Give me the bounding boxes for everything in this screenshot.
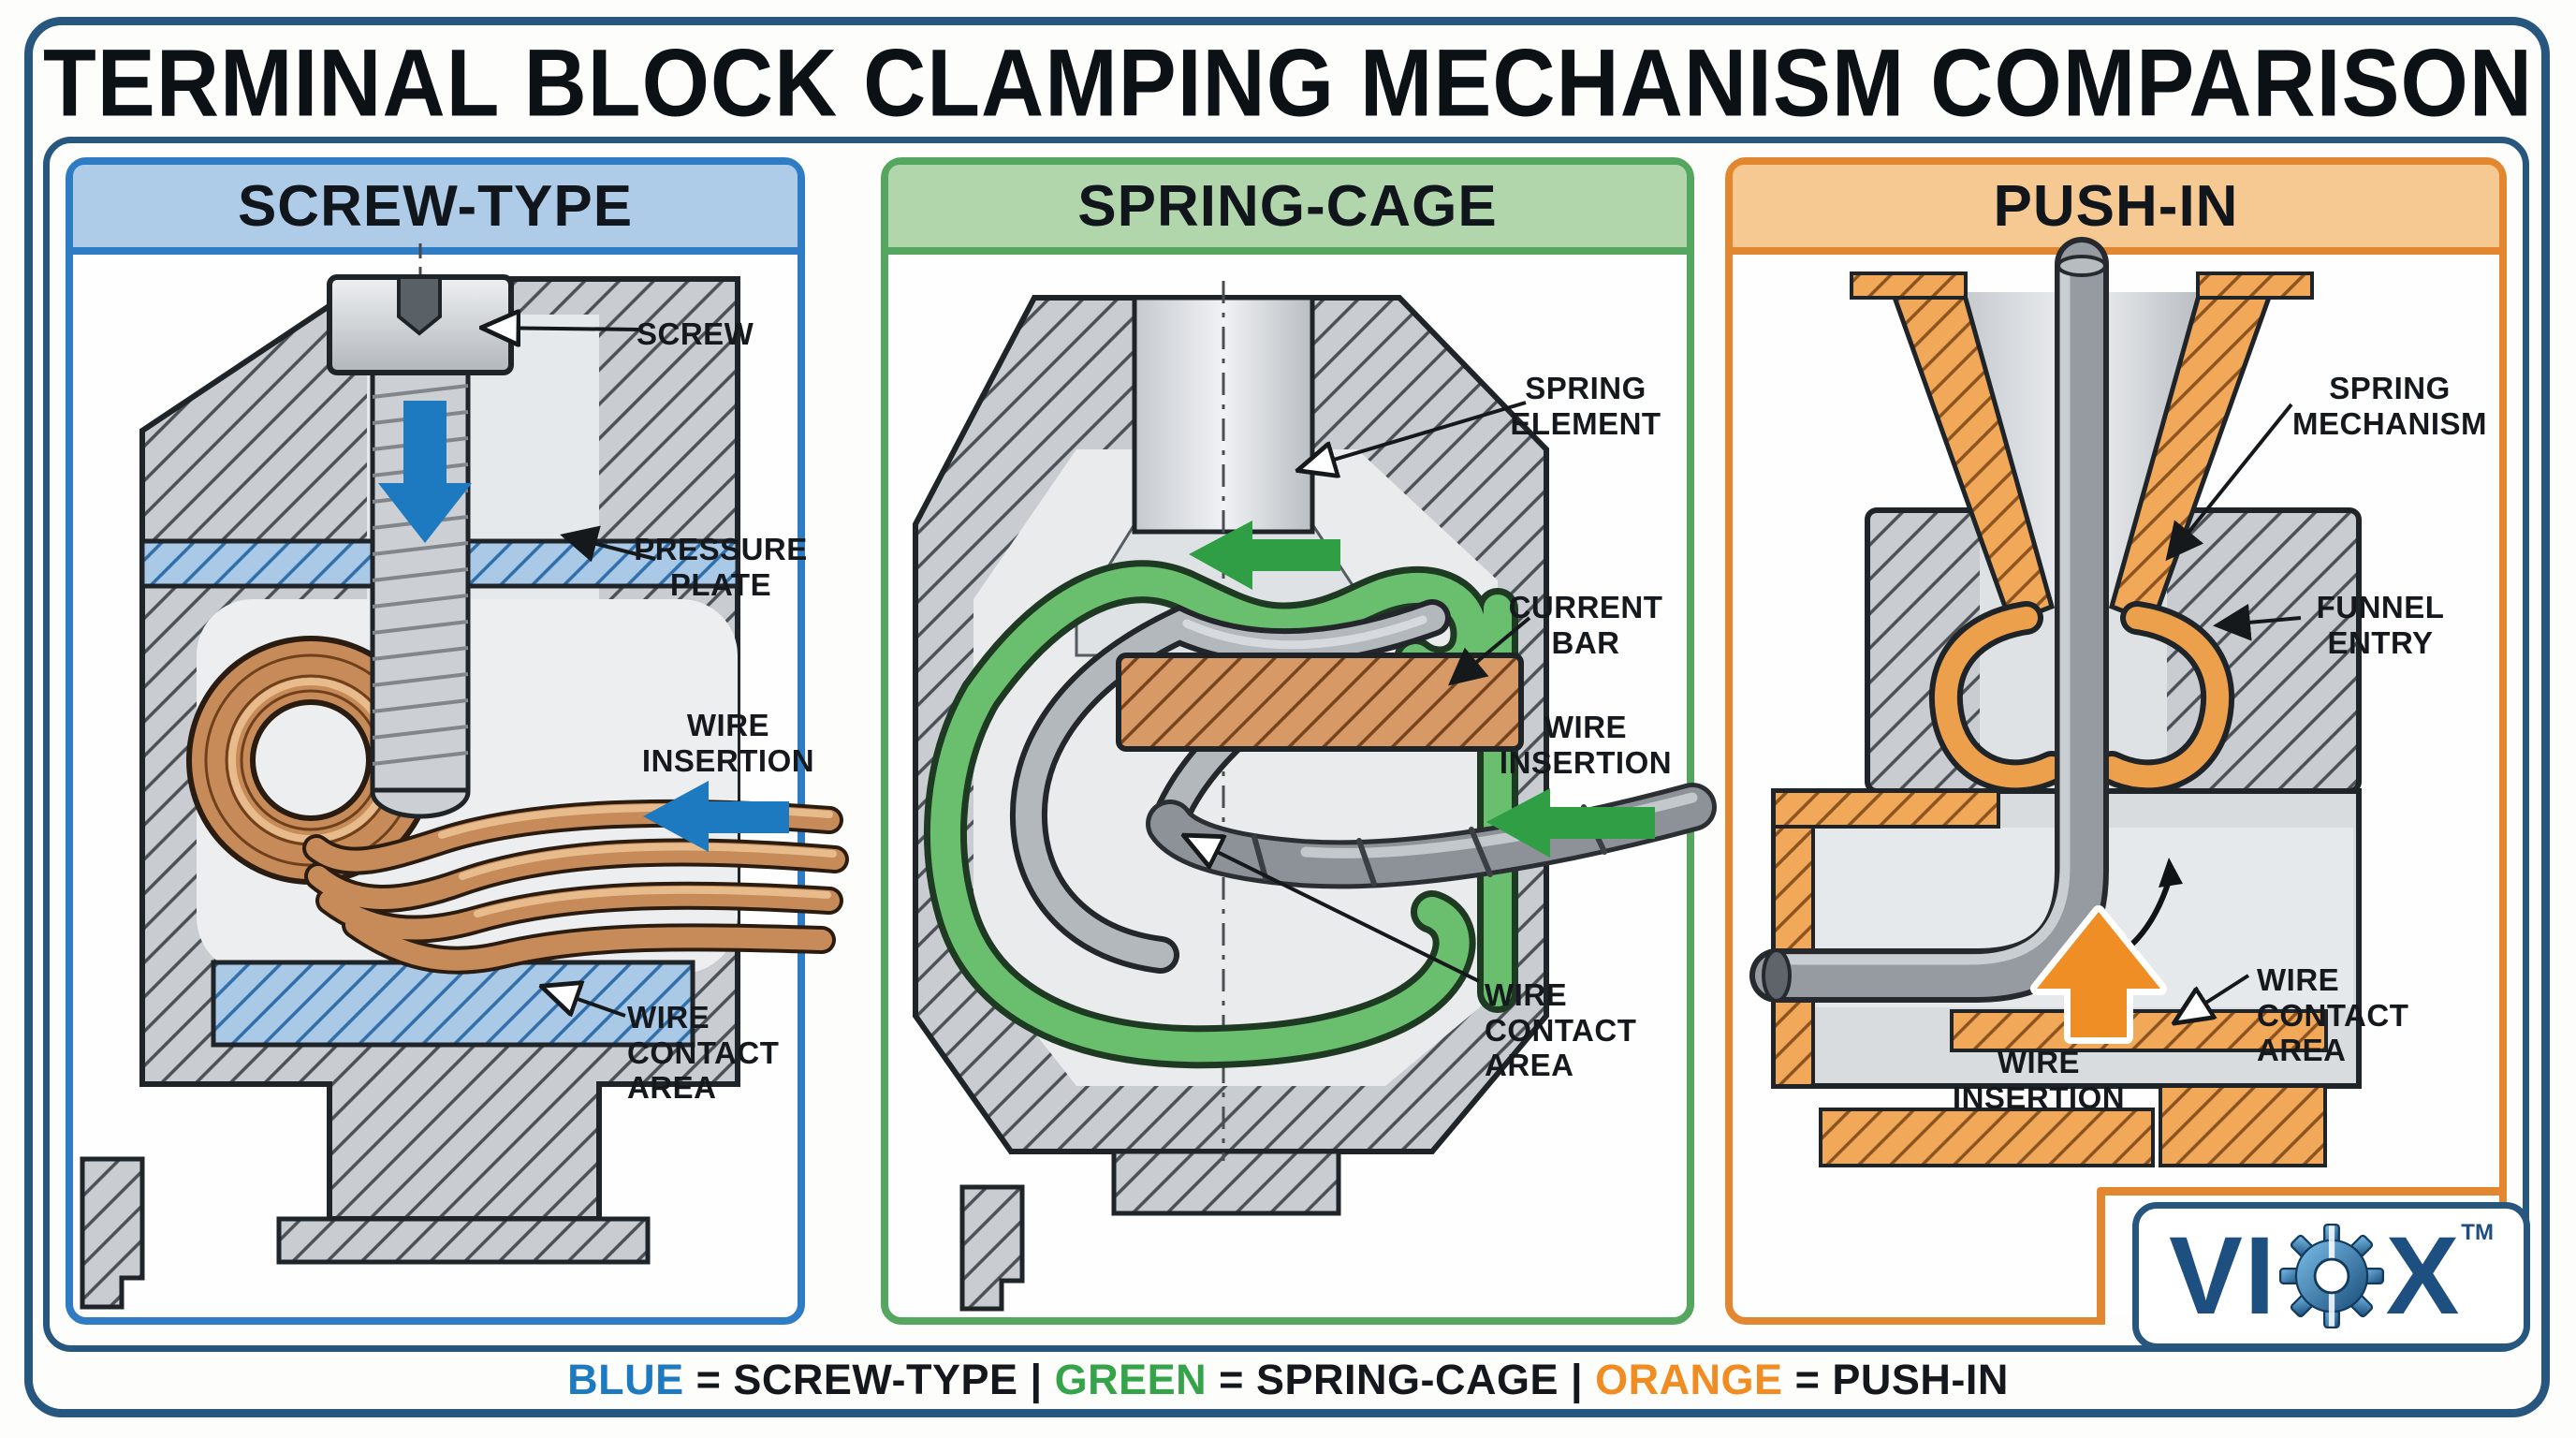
label-current-bar: CURRENT BAR — [1508, 590, 1663, 660]
legend-pushin: = PUSH-IN — [1782, 1356, 2009, 1403]
label-wire-contact-screw: WIRE CONTACT AREA — [627, 1000, 780, 1106]
page-title: TERMINAL BLOCK CLAMPING MECHANISM COMPAR… — [43, 29, 2533, 137]
label-wire-insertion-push: WIRE INSERTION — [1952, 1045, 2126, 1115]
panel-spring-cage-header: SPRING-CAGE — [888, 165, 1687, 255]
color-legend: BLUE = SCREW-TYPE | GREEN = SPRING-CAGE … — [0, 1356, 2576, 1404]
legend-blue: BLUE — [567, 1356, 684, 1403]
panel-push-in: PUSH-IN — [1725, 157, 2507, 1325]
label-wire-insertion-spring: WIRE INSERTION — [1499, 710, 1673, 780]
logo-text-left: VI — [2169, 1214, 2277, 1338]
logo-text-right: X — [2385, 1214, 2462, 1338]
label-spring-mechanism: SPRING MECHANISM — [2292, 371, 2487, 441]
viox-logo: VI X TM — [2132, 1202, 2530, 1350]
panel-push-in-header: PUSH-IN — [1733, 165, 2499, 255]
border-patch — [2105, 1315, 2137, 1328]
orange-notch-vertical — [2097, 1187, 2105, 1325]
legend-green: GREEN — [1054, 1356, 1208, 1403]
orange-notch-horizontal — [2097, 1187, 2501, 1196]
outer-frame — [24, 17, 2550, 1417]
inner-frame — [43, 137, 2529, 1352]
logo-trademark: TM — [2461, 1220, 2494, 1245]
label-wire-contact-spring: WIRE CONTACT AREA — [1485, 977, 1637, 1083]
legend-sep-1: = SCREW-TYPE | — [683, 1356, 1055, 1403]
label-screw: SCREW — [637, 316, 754, 351]
label-funnel-entry: FUNNEL ENTRY — [2316, 590, 2445, 660]
label-pressure-plate: PRESSURE PLATE — [634, 532, 808, 602]
legend-sep-2: = SPRING-CAGE | — [1207, 1356, 1596, 1403]
panel-screw-type-header: SCREW-TYPE — [73, 165, 798, 255]
gear-icon — [2278, 1224, 2384, 1328]
legend-orange: ORANGE — [1595, 1356, 1783, 1403]
label-spring-element: SPRING ELEMENT — [1510, 371, 1661, 441]
label-wire-contact-push: WIRE CONTACT AREA — [2257, 962, 2409, 1068]
label-wire-insertion-screw: WIRE INSERTION — [641, 708, 815, 778]
